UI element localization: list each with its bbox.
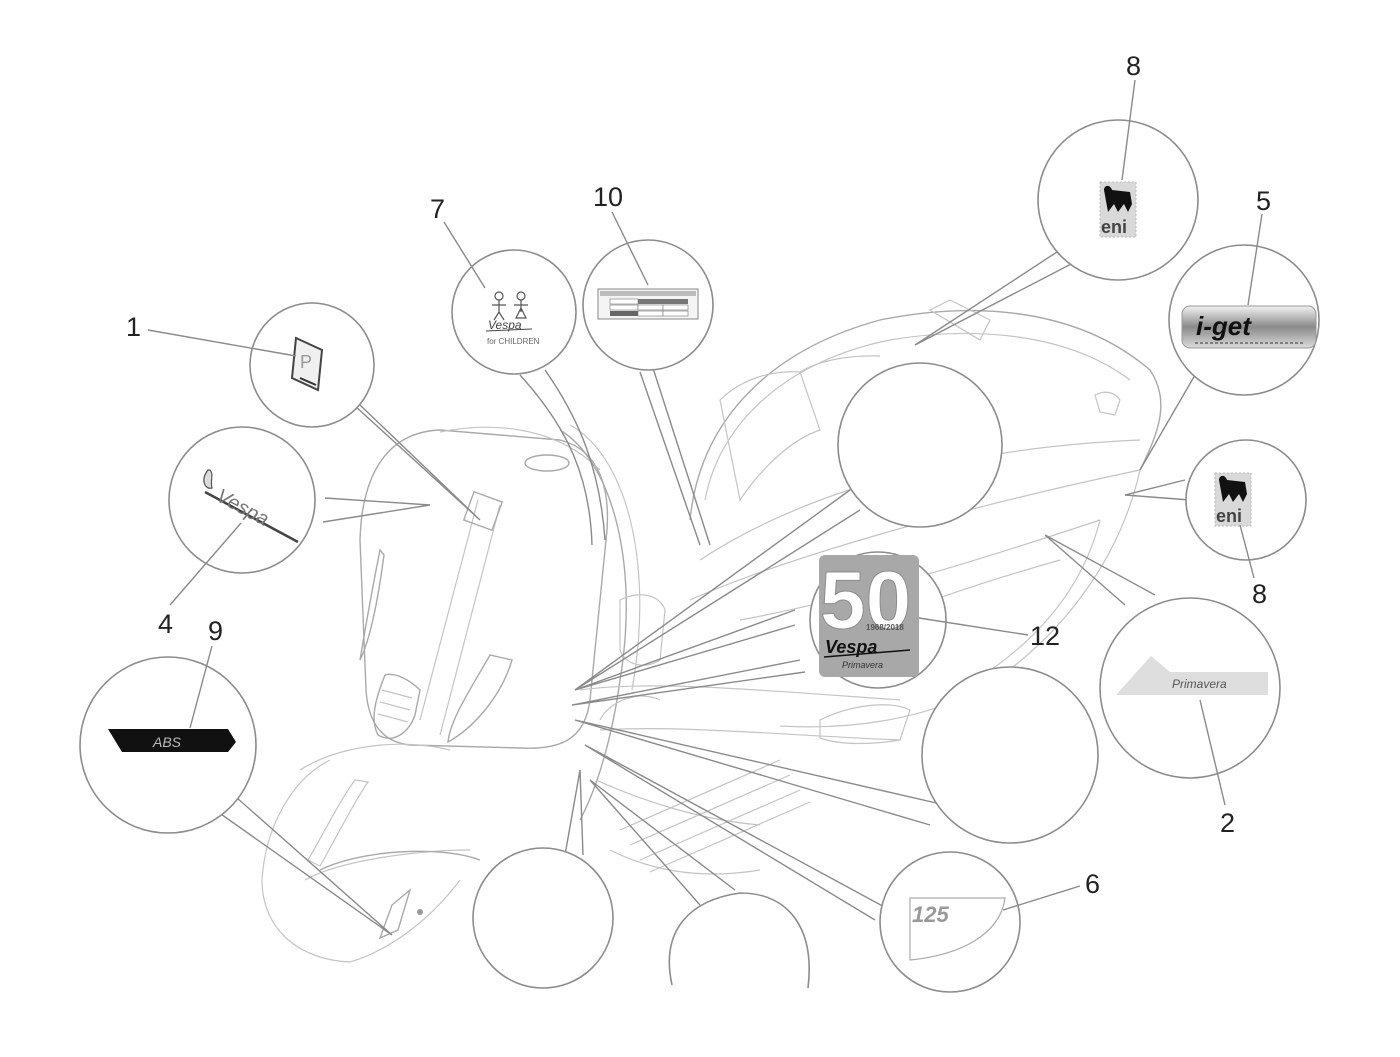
callout-bubble-6[interactable]: 125 bbox=[879, 851, 1021, 993]
children-brand-text: Vespa bbox=[488, 318, 522, 332]
callout-bubble-8-top[interactable]: eni bbox=[1037, 119, 1199, 281]
callout-number-12: 12 bbox=[1030, 621, 1060, 651]
callout-bubble-1[interactable]: P bbox=[249, 302, 375, 428]
abs-decal-icon: ABS bbox=[108, 729, 236, 752]
callout-labels: 1 4 9 7 10 8 5 8 12 2 6 bbox=[126, 51, 1271, 911]
cc-text: 125 bbox=[912, 902, 949, 927]
callout-bubble-empty-right[interactable] bbox=[921, 666, 1099, 844]
vespa-for-children-sticker-icon: Vespa for CHILDREN bbox=[485, 291, 540, 346]
leader-wedges bbox=[217, 249, 1196, 936]
callout-bubble-5[interactable]: i-get bbox=[1168, 244, 1320, 396]
callout-number-10: 10 bbox=[593, 182, 623, 212]
iget-badge-icon: i-get bbox=[1181, 305, 1317, 349]
anniversary-brand: Vespa bbox=[825, 637, 877, 657]
callout-bubble-empty-bottom-centre[interactable] bbox=[668, 892, 810, 989]
callout-bubble-7[interactable]: Vespa for CHILDREN bbox=[451, 249, 577, 375]
tyre-pressure-label-icon bbox=[597, 288, 699, 320]
eni-sticker-icon: eni bbox=[1214, 472, 1252, 527]
callout-bubble-4[interactable]: Vespa bbox=[168, 426, 316, 574]
cc-125-decal-icon: 125 bbox=[909, 897, 1006, 961]
callout-number-2: 2 bbox=[1220, 808, 1235, 838]
callout-number-5: 5 bbox=[1256, 186, 1271, 216]
callout-number-8-right: 8 bbox=[1252, 579, 1267, 609]
iget-text: i-get bbox=[1196, 311, 1252, 341]
eni-text-right: eni bbox=[1216, 506, 1242, 526]
anniversary-badge-icon: 50 1968/2018 Vespa Primavera bbox=[819, 555, 919, 677]
callout-number-1: 1 bbox=[126, 312, 141, 342]
callout-number-9: 9 bbox=[208, 616, 223, 646]
eni-sticker-icon: eni bbox=[1099, 181, 1137, 238]
abs-text: ABS bbox=[152, 734, 182, 750]
anniversary-model: Primavera bbox=[842, 660, 883, 670]
callout-bubble-empty-upper[interactable] bbox=[837, 362, 1003, 528]
brand-plate-badge-icon: P bbox=[290, 336, 324, 392]
callout-bubble-9[interactable]: ABS bbox=[79, 656, 257, 834]
callout-bubble-12[interactable]: 50 1968/2018 Vespa Primavera bbox=[809, 551, 947, 689]
primavera-text: Primavera bbox=[1172, 677, 1227, 691]
eni-text-top: eni bbox=[1101, 217, 1127, 237]
callout-bubble-empty-bottom-left[interactable] bbox=[472, 847, 614, 989]
primavera-decal-icon: Primavera bbox=[1116, 656, 1268, 695]
callout-number-7: 7 bbox=[430, 194, 445, 224]
scooter-body-drawing bbox=[261, 299, 1162, 963]
anniversary-number: 50 bbox=[820, 555, 911, 646]
callout-bubble-2[interactable]: Primavera bbox=[1099, 597, 1281, 779]
callout-bubble-8-right[interactable]: eni bbox=[1185, 439, 1307, 561]
children-text: for CHILDREN bbox=[487, 337, 540, 346]
anniversary-years: 1968/2018 bbox=[866, 623, 904, 632]
callout-bubble-10[interactable] bbox=[582, 239, 714, 371]
callout-number-8-top: 8 bbox=[1126, 51, 1141, 81]
callout-number-6: 6 bbox=[1085, 869, 1100, 899]
callout-number-4: 4 bbox=[158, 609, 173, 639]
plate-letter: P bbox=[300, 352, 312, 372]
